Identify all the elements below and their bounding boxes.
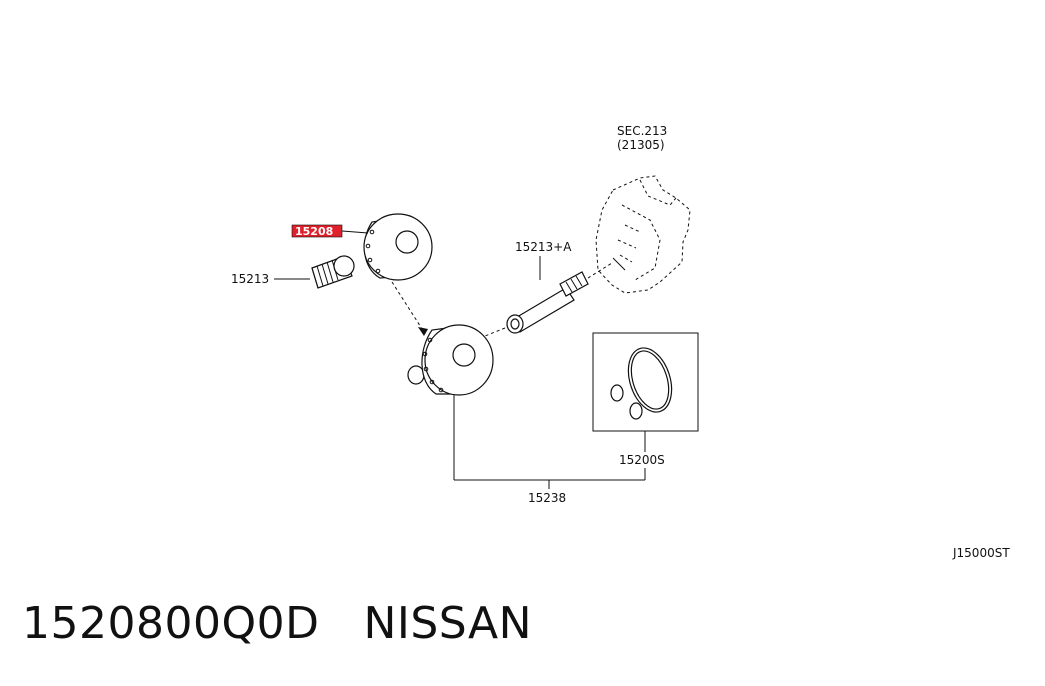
shaft-15213a — [506, 262, 613, 334]
housing-sec213 — [595, 175, 691, 294]
leader-15238 — [453, 395, 646, 489]
seal-kit-15200s — [592, 332, 699, 432]
highlighted-label-15208[interactable]: 15208 — [291, 224, 343, 238]
spring-15213 — [311, 255, 355, 289]
leader-15208 — [341, 230, 369, 234]
brand-name: NISSAN — [363, 598, 533, 649]
label-15213: 15213 — [231, 272, 269, 286]
gear-assembly-15238 — [407, 324, 494, 396]
label-15213a: 15213+A — [515, 240, 572, 254]
label-sec213-ref: (21305) — [617, 138, 665, 152]
label-15238: 15238 — [528, 491, 566, 505]
label-diagram-code: J15000ST — [952, 546, 1010, 560]
gear-15208 — [363, 213, 433, 281]
label-15200s: 15200S — [619, 453, 665, 467]
caption: 1520800Q0D NISSAN — [22, 598, 532, 649]
dash-shaft-to-gear — [479, 327, 506, 339]
arrow-gear-assembly — [391, 281, 428, 336]
label-15208: 15208 — [295, 225, 333, 238]
part-number: 1520800Q0D — [22, 598, 320, 649]
label-sec213: SEC.213 — [617, 124, 667, 138]
